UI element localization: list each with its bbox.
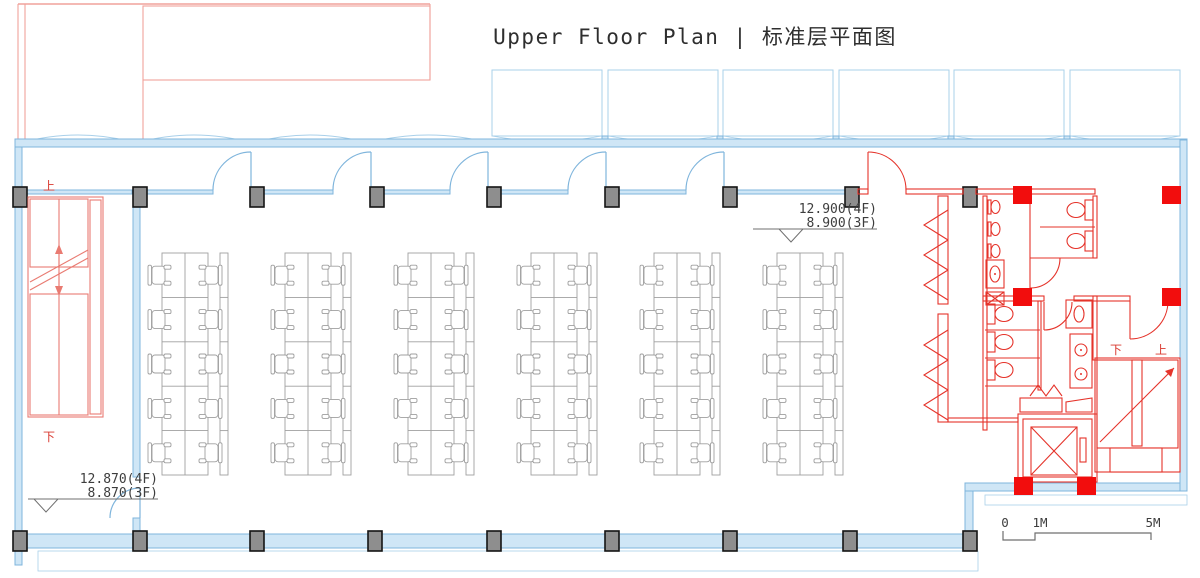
bottom-right-wall [964,482,1188,492]
canopy-panel [838,69,950,137]
sink-counter [985,259,1005,289]
stair-arrow [1165,368,1174,377]
top-wall [14,138,1188,148]
stair-arrow-up [55,244,63,254]
level-right-line1: 12.900(4F) [799,202,877,217]
desk-cluster [763,253,843,475]
folding-partition [922,329,949,421]
level-left-line2: 8.870(3F) [88,486,158,501]
right-wall [1179,139,1188,492]
desk-cluster [517,253,597,475]
level-triangle [778,228,804,243]
level-marker-right: 12.900(4F) 8.900(3F) [753,202,877,243]
door [212,151,252,191]
door [685,151,725,191]
canopy-panel [1069,69,1181,137]
urinal [987,243,1001,259]
folding-partition [922,209,949,301]
canopy-panel [491,69,603,137]
right-stair: 下 上 [1094,343,1181,473]
core-entry-door [867,151,907,191]
entrance-doors [212,151,725,191]
level-marker-left: 12.870(4F) 8.870(3F) [28,472,158,513]
scale-one-m: 1M [1032,515,1047,530]
door [332,151,372,191]
elevator-door-slot [1079,437,1087,463]
desk-cluster [271,253,351,475]
right-stair-up-label: 上 [1155,343,1167,357]
stair-arrow-down [55,286,63,296]
left-stair: 上 下 [27,179,104,444]
level-left-line1: 12.870(4F) [80,472,158,487]
elevator [947,384,1098,483]
vanity-counter [1069,333,1093,389]
mens-door-arc [1029,257,1061,289]
right-stair-down-label: 下 [1110,343,1122,357]
left-stair-up-label: 上 [43,179,55,193]
canopy-panel [953,69,1065,137]
lobby-door-arc [109,487,141,519]
desk-cluster [640,253,720,475]
canopy-panel [607,69,719,137]
elevator-cab [1030,426,1078,476]
counter [1019,397,1063,413]
desk-cluster [148,253,228,475]
lobby-wall [132,193,141,478]
toilet [986,331,1014,353]
urinal [987,221,1001,237]
toilet [1066,230,1094,252]
right-canopy-line [984,494,1188,506]
scale-bar: 0 1M 5M [1001,515,1161,541]
open-office-desks [148,253,843,475]
urinal [987,199,1001,215]
scale-bar-line [1002,531,1152,541]
desk-cluster [394,253,474,475]
stair-lobby-door-arc [1129,300,1169,340]
level-right-line2: 8.900(3F) [807,216,877,231]
railing-bars [142,5,431,81]
bottom-canopy-line [37,550,979,572]
grid-canopy [491,69,1181,147]
canopy-panel [722,69,834,137]
toilet [1066,199,1094,221]
womens-door-arc [1043,301,1073,331]
toilet [986,359,1014,381]
scale-five-m: 5M [1145,515,1160,530]
door [567,151,607,191]
toilet [986,303,1014,325]
stall-fixture [1065,299,1093,329]
balcony-railing [17,3,431,139]
level-triangle [33,498,59,513]
door [449,151,489,191]
page-title: Upper Floor Plan | 标准层平面图 [493,25,897,50]
scale-zero: 0 [1001,515,1009,530]
left-wall [14,146,23,566]
mens-room [985,196,1095,306]
left-stair-down-label: 下 [43,430,55,444]
womens-room [985,299,1093,391]
